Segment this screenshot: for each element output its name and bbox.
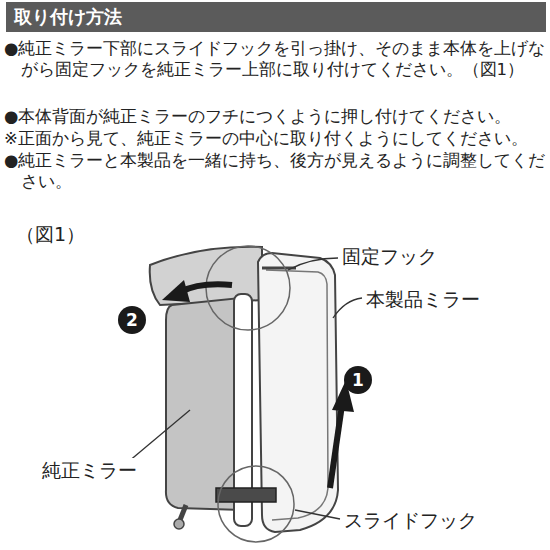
original-mirror <box>166 298 242 510</box>
note-text: ※正面から見て、純正ミラーの中心に取り付くようにしてください。 <box>4 128 550 149</box>
leader-line <box>333 298 362 318</box>
callout-number: 1 <box>344 366 372 394</box>
figure-number: （図1） <box>14 222 87 247</box>
header-bar <box>6 2 546 32</box>
part-label: 固定フック <box>340 244 439 269</box>
instruction-text: ●純正ミラーと本製品を一緒に持ち、後方が見えるように調整してください。 <box>4 150 550 193</box>
part-label: 純正ミラー <box>40 458 139 483</box>
section-title: 取り付け方法 <box>14 5 122 29</box>
instruction-text: ●本体背面が純正ミラーのフチにつくように押し付けてください。 <box>4 106 550 127</box>
detail-circle <box>218 466 294 542</box>
leader-line <box>295 510 340 519</box>
arrow-1 <box>330 405 342 488</box>
callout-number: 2 <box>118 306 146 334</box>
part-label: スライドフック <box>342 508 479 533</box>
product-mirror-edge <box>266 270 328 520</box>
leader-line <box>128 410 190 462</box>
slide-hook <box>216 488 276 502</box>
detail-circle <box>206 246 290 330</box>
arrow-head <box>162 280 190 302</box>
instruction-text: ●純正ミラー下部にスライドフックを引っ掛け、そのまま本体を上げながら固定フックを… <box>4 38 550 81</box>
leader-line <box>288 258 338 270</box>
part-label: 本製品ミラー <box>364 287 482 312</box>
mirror-stalk <box>180 505 186 520</box>
mirror-ball <box>174 519 184 529</box>
arrow-2 <box>180 284 232 292</box>
